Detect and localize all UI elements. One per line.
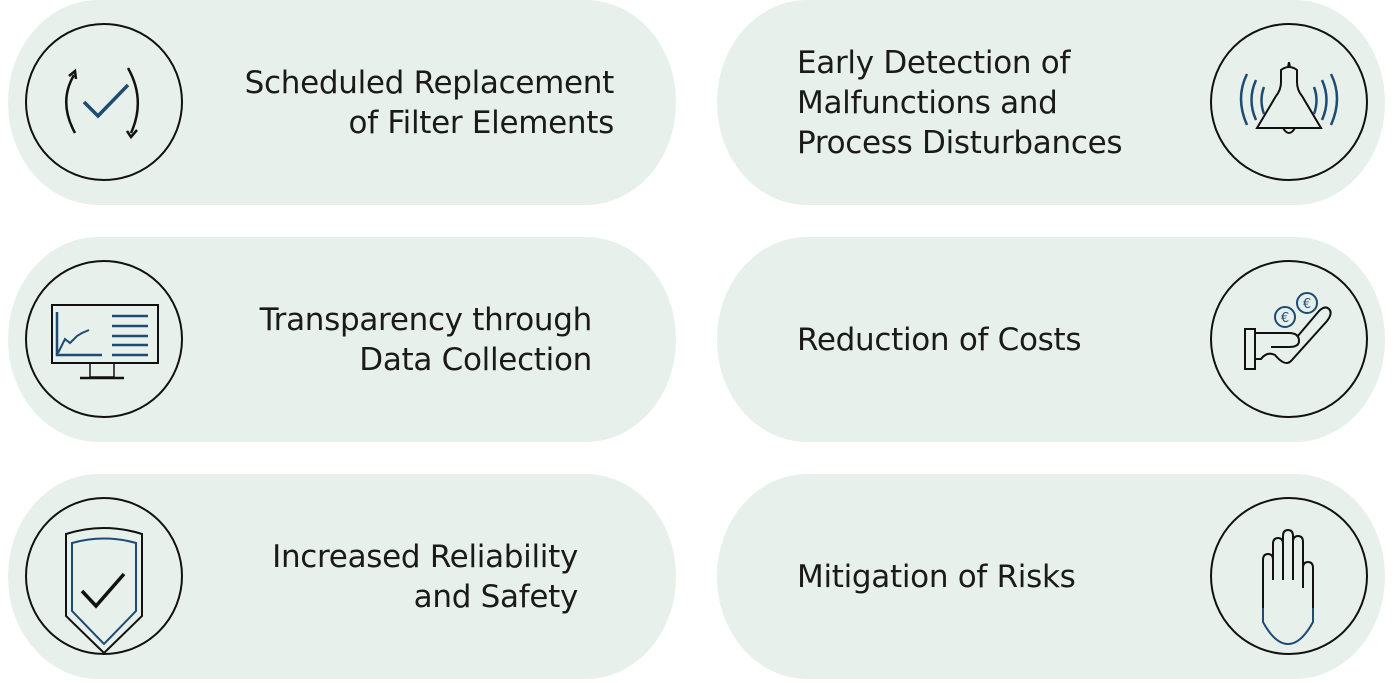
benefit-card-cost-reduction: Reduction of Costs € € — [717, 237, 1385, 442]
benefit-label-line: Mitigation of Risks — [797, 558, 1076, 595]
hand-euro-coins-icon: € € — [1209, 259, 1369, 419]
benefit-card-early-detection: Early Detection of Malfunctions and Proc… — [717, 0, 1385, 205]
benefit-label: Transparency through Data Collection — [259, 237, 593, 442]
benefit-label: Early Detection of Malfunctions and Proc… — [797, 0, 1123, 205]
benefit-label-line: Process Disturbances — [797, 124, 1123, 161]
benefit-card-reliability-safety: Increased Reliability and Safety — [8, 474, 676, 679]
benefit-card-risk-mitigation: Mitigation of Risks — [717, 474, 1385, 679]
benefit-label-line: Reduction of Costs — [797, 321, 1082, 358]
ringing-bell-icon — [1209, 22, 1369, 182]
benefit-card-scheduled-replacement: Scheduled Replacement of Filter Elements — [8, 0, 676, 205]
benefit-card-transparency: Transparency through Data Collection — [8, 237, 676, 442]
benefit-label: Increased Reliability and Safety — [272, 474, 578, 679]
monitor-chart-icon — [24, 259, 184, 419]
benefit-label-line: Early Detection of — [797, 44, 1071, 81]
benefit-label-line: Transparency through — [259, 301, 593, 338]
benefit-label-line: of Filter Elements — [348, 104, 615, 141]
svg-text:€: € — [1303, 297, 1311, 312]
benefit-label-line: and Safety — [413, 578, 579, 615]
benefit-label-line: Increased Reliability — [272, 538, 578, 575]
stop-hand-icon — [1209, 496, 1369, 656]
benefit-label-line: Data Collection — [359, 341, 592, 378]
benefit-label: Mitigation of Risks — [797, 474, 1076, 679]
shield-check-icon — [24, 496, 184, 656]
benefit-label-line: Scheduled Replacement — [244, 64, 615, 101]
benefit-label: Reduction of Costs — [797, 237, 1082, 442]
svg-text:€: € — [1281, 311, 1289, 326]
benefit-label-line: Malfunctions and — [797, 84, 1058, 121]
benefit-label: Scheduled Replacement of Filter Elements — [244, 0, 615, 205]
refresh-check-icon — [24, 22, 184, 182]
